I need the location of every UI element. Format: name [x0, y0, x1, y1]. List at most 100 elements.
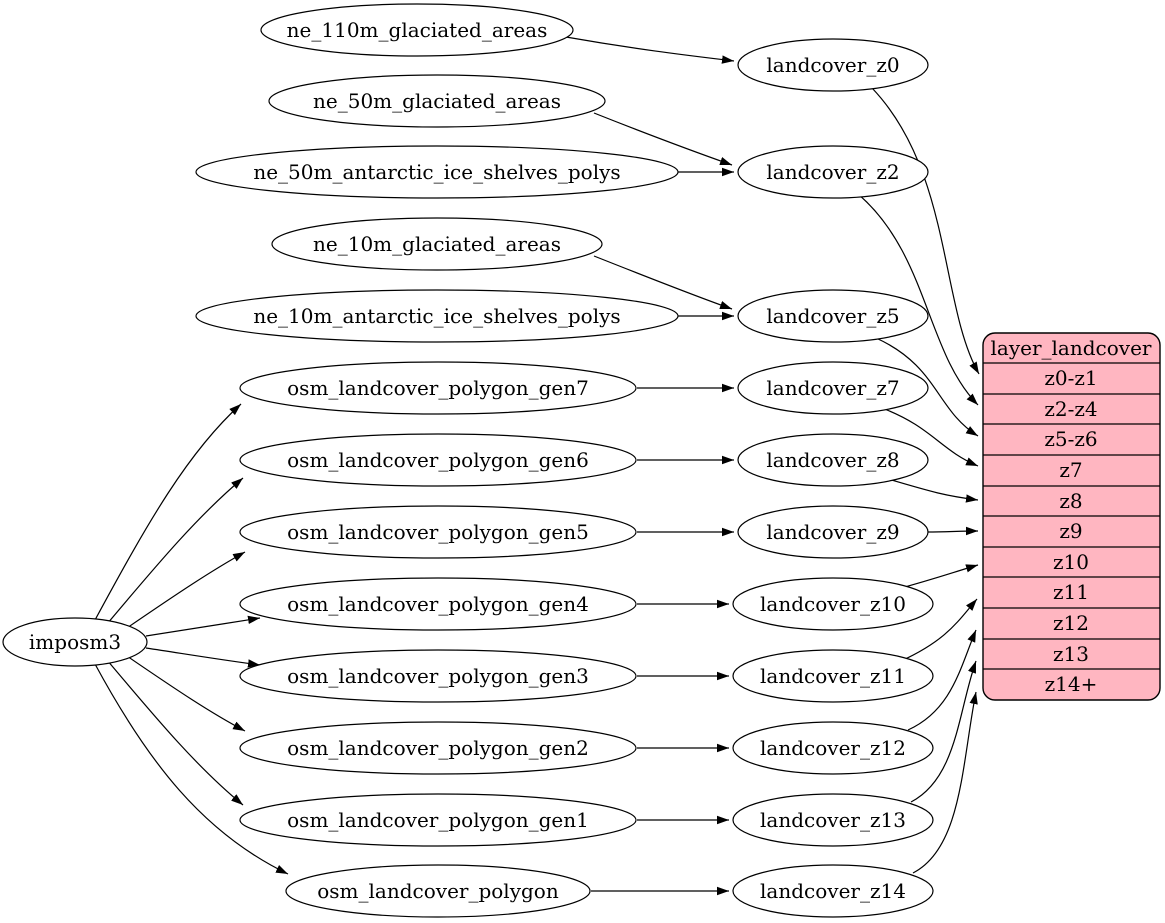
node-landcover-z9: landcover_z9 [737, 505, 929, 559]
node-label: landcover_z7 [766, 376, 899, 400]
node-label: landcover_z2 [766, 160, 899, 184]
node-imposm3: imposm3 [2, 617, 148, 667]
node-label: ne_50m_antarctic_ice_shelves_polys [253, 160, 620, 184]
edges-layer [94, 36, 980, 896]
edge-ne-110m-glaciated-areas-to-landcover-z0 [565, 36, 735, 64]
node-ellipse [239, 577, 637, 631]
edge-ne-50m-glaciated-areas-to-landcover-z2 [593, 112, 733, 166]
node-ellipse [2, 617, 148, 667]
edge-imposm3-to-osm-landcover-polygon-gen6 [106, 477, 244, 625]
node-label: osm_landcover_polygon_gen4 [287, 592, 589, 616]
node-ellipse [732, 864, 934, 918]
node-landcover-z2: landcover_z2 [737, 145, 929, 199]
table-row-z12: z12 [1053, 611, 1089, 635]
node-label: osm_landcover_polygon_gen6 [287, 448, 589, 472]
edge-landcover-z14-to-row-z14plus [912, 691, 978, 874]
node-ne-110m-glaciated-areas: ne_110m_glaciated_areas [260, 3, 574, 57]
node-label: landcover_z11 [760, 664, 906, 688]
node-landcover-z13: landcover_z13 [732, 793, 934, 847]
node-osm-landcover-polygon-gen5: osm_landcover_polygon_gen5 [239, 505, 637, 559]
node-label: landcover_z9 [766, 520, 899, 544]
node-label: osm_landcover_polygon_gen7 [287, 376, 589, 400]
node-landcover-z0: landcover_z0 [737, 38, 929, 92]
node-osm-landcover-polygon-gen7: osm_landcover_polygon_gen7 [239, 361, 637, 415]
node-ellipse [737, 361, 929, 415]
node-label: landcover_z13 [760, 808, 906, 832]
edge-landcover-z7-to-row-z7 [881, 407, 979, 467]
node-label: ne_50m_glaciated_areas [313, 89, 561, 113]
node-ellipse [271, 217, 603, 271]
edge-imposm3-to-osm-landcover-polygon-gen5 [123, 551, 246, 631]
table-row-z5-z6: z5-z6 [1044, 427, 1097, 451]
node-ellipse [732, 577, 934, 631]
node-label: osm_landcover_polygon_gen1 [287, 808, 589, 832]
node-ne-10m-glaciated-areas: ne_10m_glaciated_areas [271, 217, 603, 271]
node-label: osm_landcover_polygon_gen5 [287, 520, 589, 544]
table-layer-landcover: layer_landcover z0-z1 z2-z4 z5-z6 z7 z8 … [982, 332, 1161, 701]
node-ellipse [737, 145, 929, 199]
edge-landcover-z0-to-row-z0-z1 [871, 87, 980, 375]
node-ellipse [285, 864, 591, 918]
edge-ne-10m-glaciated-areas-to-landcover-z5 [593, 255, 733, 310]
node-landcover-z7: landcover_z7 [737, 361, 929, 415]
node-label: osm_landcover_polygon_gen2 [287, 736, 589, 760]
node-label: ne_110m_glaciated_areas [287, 18, 548, 42]
table-row-z10: z10 [1053, 550, 1089, 574]
table-row-z2-z4: z2-z4 [1044, 397, 1097, 421]
node-ellipse [239, 433, 637, 487]
node-ellipse [239, 793, 637, 847]
node-ellipse [239, 649, 637, 703]
node-label: landcover_z0 [766, 53, 899, 77]
node-landcover-z11: landcover_z11 [732, 649, 934, 703]
node-ellipse [737, 38, 929, 92]
edge-landcover-z8-to-row-z8 [887, 478, 979, 503]
nodes-layer: imposm3 ne_110m_glaciated_areas ne_50m_g… [2, 3, 934, 918]
node-ne-10m-antarctic-ice-shelves-polys: ne_10m_antarctic_ice_shelves_polys [195, 289, 679, 343]
node-landcover-z12: landcover_z12 [732, 721, 934, 775]
node-ellipse [732, 649, 934, 703]
edge-imposm3-to-osm-landcover-polygon-gen7 [94, 403, 242, 621]
node-ellipse [260, 3, 574, 57]
node-ellipse [195, 289, 679, 343]
node-osm-landcover-polygon: osm_landcover_polygon [285, 864, 591, 918]
edge-landcover-z12-to-row-z12 [907, 629, 977, 731]
node-ellipse [268, 74, 606, 128]
node-osm-landcover-polygon-gen3: osm_landcover_polygon_gen3 [239, 649, 637, 703]
table-row-z8: z8 [1059, 489, 1082, 513]
edge-landcover-z2-to-row-z2-z4 [857, 193, 979, 406]
edge-landcover-z13-to-row-z13 [910, 660, 977, 803]
table-row-z9: z9 [1059, 519, 1082, 543]
node-label: landcover_z8 [766, 448, 899, 472]
table-row-z14plus: z14+ [1045, 672, 1098, 696]
node-ellipse [737, 289, 929, 343]
table-row-z11: z11 [1053, 580, 1089, 604]
node-label: landcover_z5 [766, 304, 899, 328]
node-ne-50m-glaciated-areas: ne_50m_glaciated_areas [268, 74, 606, 128]
node-landcover-z5: landcover_z5 [737, 289, 929, 343]
edge-landcover-z11-to-row-z11 [900, 598, 978, 662]
node-landcover-z8: landcover_z8 [737, 433, 929, 487]
edge-landcover-z9-to-row-z9 [927, 526, 979, 536]
node-ellipse [239, 721, 637, 775]
edge-imposm3-to-osm-landcover-polygon-gen3 [145, 647, 261, 668]
node-ellipse [239, 361, 637, 415]
table-row-z0-z1: z0-z1 [1044, 366, 1097, 390]
node-label: landcover_z14 [760, 879, 906, 903]
node-landcover-z10: landcover_z10 [732, 577, 934, 631]
node-label: osm_landcover_polygon_gen3 [287, 664, 589, 688]
node-ellipse [737, 505, 929, 559]
edge-imposm3-to-osm-landcover-polygon-gen1 [106, 659, 244, 806]
node-label: osm_landcover_polygon [317, 879, 559, 903]
table-title: layer_landcover [991, 336, 1152, 360]
node-label: imposm3 [29, 630, 121, 654]
node-label: ne_10m_antarctic_ice_shelves_polys [253, 304, 620, 328]
node-osm-landcover-polygon-gen4: osm_landcover_polygon_gen4 [239, 577, 637, 631]
node-ne-50m-antarctic-ice-shelves-polys: ne_50m_antarctic_ice_shelves_polys [195, 145, 679, 199]
edge-imposm3-to-osm-landcover-polygon-gen4 [145, 615, 261, 637]
node-osm-landcover-polygon-gen2: osm_landcover_polygon_gen2 [239, 721, 637, 775]
node-landcover-z14: landcover_z14 [732, 864, 934, 918]
edge-landcover-z5-to-row-z5-z6 [875, 337, 979, 437]
node-ellipse [239, 505, 637, 559]
